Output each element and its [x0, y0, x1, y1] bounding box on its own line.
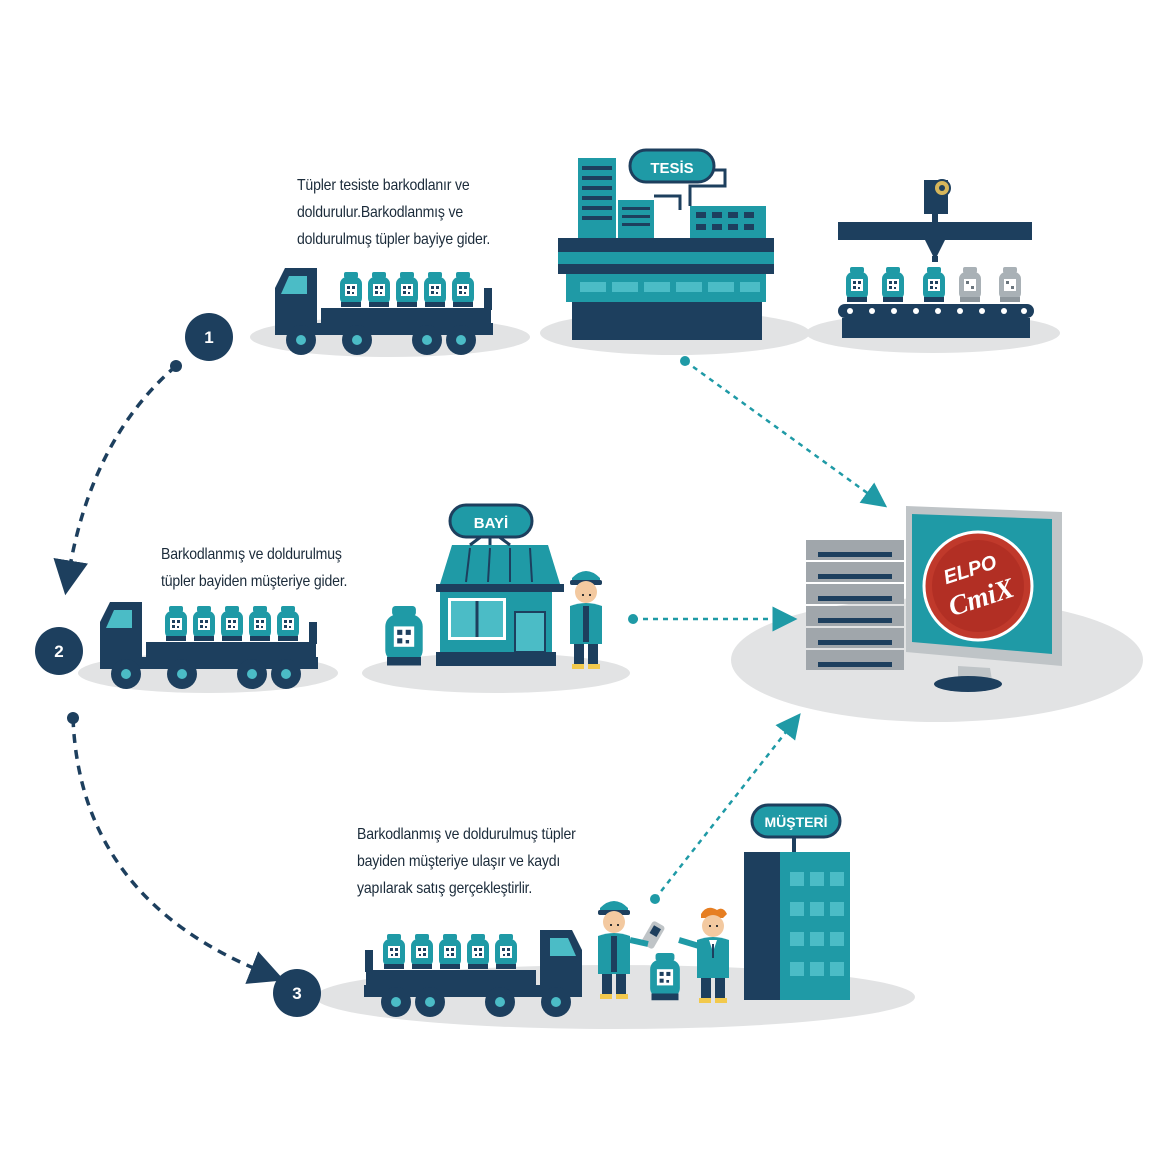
- step-2-caption-line: Barkodlanmış ve doldurulmuş: [161, 546, 342, 563]
- dealer-cylinder: [385, 606, 423, 666]
- dealer-label-pill: [448, 503, 534, 539]
- step-3-caption-line: Barkodlanmış ve doldurulmuş tüpler: [357, 826, 576, 843]
- step-3-caption-line: bayiden müşteriye ulaşır ve kaydı: [357, 853, 561, 870]
- customer-label: MÜŞTERİ: [765, 814, 828, 830]
- step-3-caption: Barkodlanmış ve doldurulmuş tüpler bayid…: [357, 821, 576, 902]
- customer-label-pill: [750, 803, 842, 839]
- step-number-3: 3: [292, 984, 301, 1003]
- customer-person: [678, 907, 729, 1003]
- step-number-1: 1: [204, 328, 213, 347]
- step-1-caption-line: doldurulur.Barkodlanmış ve: [297, 204, 464, 221]
- step-badge-1: 1: [185, 313, 233, 361]
- barcode-conveyor: [838, 179, 1034, 338]
- step-1-caption-line: doldurulmuş tüpler bayiye gider.: [297, 231, 491, 248]
- data-arrows: [628, 356, 888, 904]
- facility-label: TESİS: [650, 160, 693, 177]
- step-badge-2: 2: [35, 627, 83, 675]
- dealer-label: BAYİ: [474, 515, 508, 532]
- step-2-caption-line: tüpler bayiden müşteriye gider.: [161, 573, 348, 590]
- customer-building: [744, 838, 850, 1000]
- barcode-scanner: [629, 921, 665, 949]
- step-2-caption: Barkodlanmış ve doldurulmuş tüpler bayid…: [161, 541, 347, 595]
- dealer-worker: [570, 571, 602, 669]
- facility-label-pill: [628, 148, 716, 184]
- step-1-caption: Tüpler tesiste barkodlanır ve doldurulur…: [297, 172, 490, 253]
- facility-building: [558, 158, 774, 340]
- delivery-cylinder: [650, 953, 680, 1001]
- step-badge-3: 3: [273, 969, 321, 1017]
- cycle-arrows: [53, 360, 285, 984]
- dealer-shop: [436, 522, 564, 666]
- step-number-2: 2: [54, 642, 63, 661]
- step-3-caption-line: yapılarak satış gerçekleştirlir.: [357, 880, 533, 897]
- computer-monitor: [906, 506, 1062, 692]
- step-1-caption-line: Tüpler tesiste barkodlanır ve: [297, 177, 470, 194]
- server-rack: [806, 540, 904, 670]
